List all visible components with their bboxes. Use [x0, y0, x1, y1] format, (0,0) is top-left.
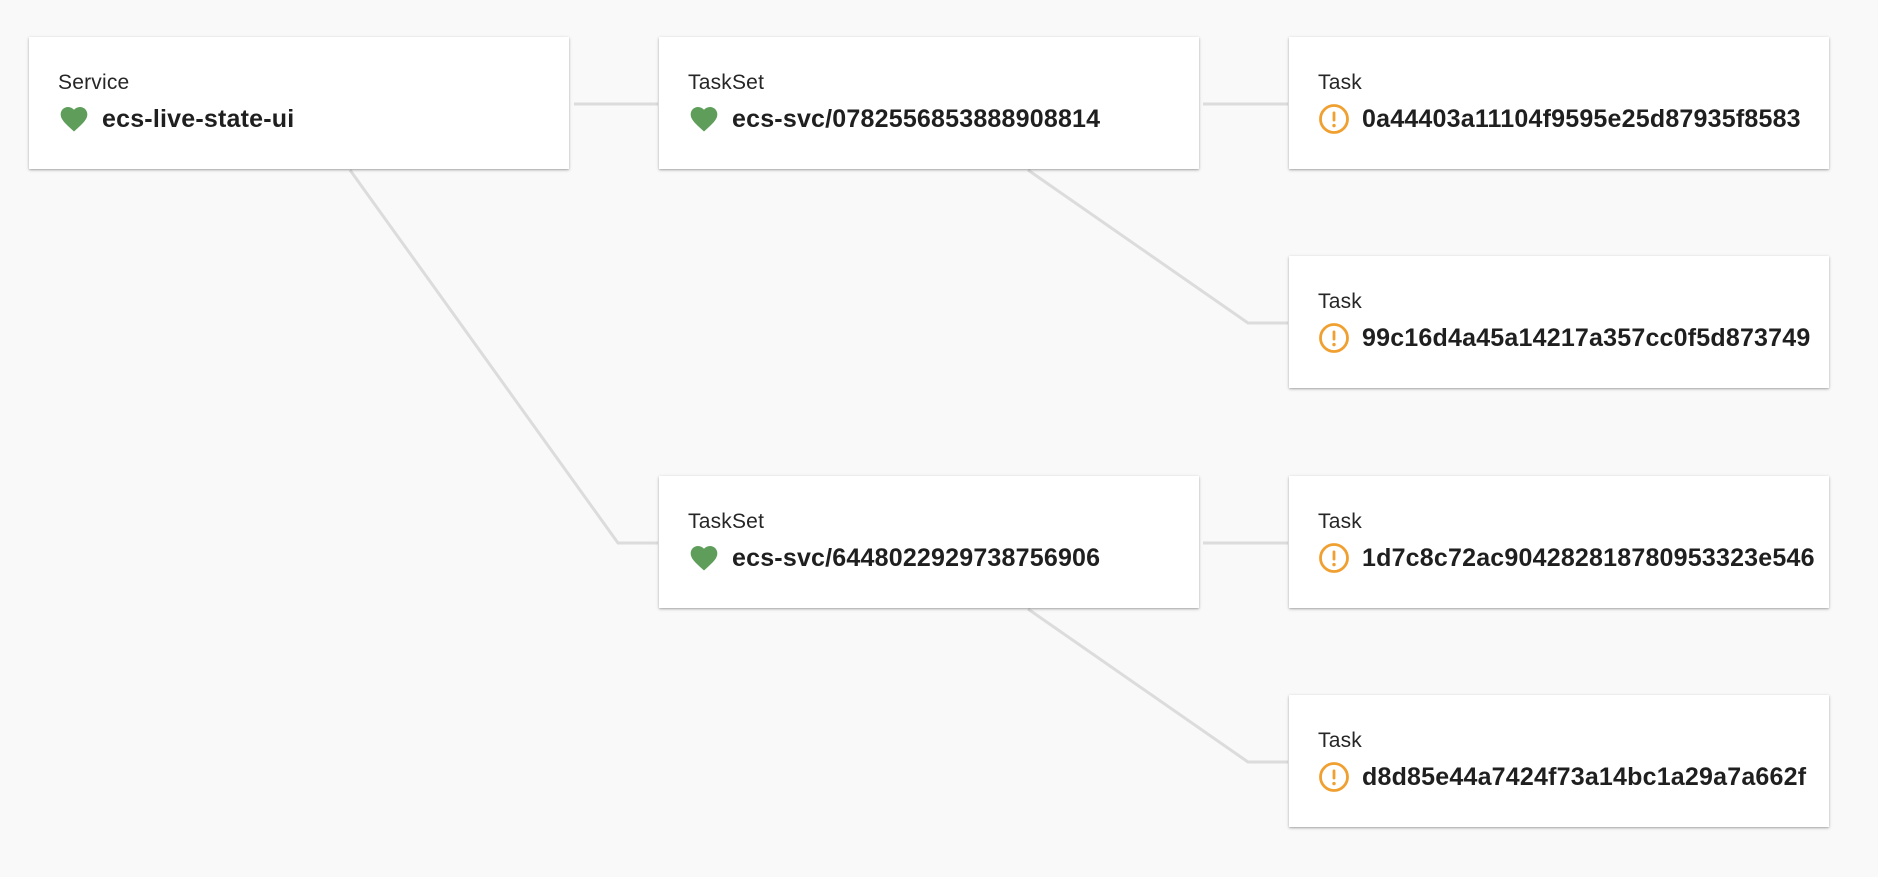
- service-node[interactable]: Service ecs-live-state-ui: [29, 37, 569, 169]
- node-kind-label: Task: [1318, 729, 1362, 752]
- edge-taskset-1-task-2: [1027, 168, 1288, 325]
- alert-circle-icon: [1318, 322, 1350, 354]
- node-kind-label: Service: [58, 71, 130, 94]
- heart-icon: [58, 103, 90, 135]
- heart-icon: [688, 103, 720, 135]
- heart-icon: [688, 542, 720, 574]
- task-node-4[interactable]: Task d8d85e44a7424f73a14bc1a29a7a662f: [1289, 695, 1829, 827]
- alert-circle-icon: [1318, 761, 1350, 793]
- node-kind-label: TaskSet: [688, 71, 765, 94]
- task-node-1[interactable]: Task 0a44403a11104f9595e25d87935f8583: [1289, 37, 1829, 169]
- node-name: 99c16d4a45a14217a357cc0f5d873749: [1362, 323, 1811, 352]
- node-name: 1d7c8c72ac904282818780953323e546: [1362, 543, 1815, 572]
- node-name: ecs-svc/6448022929738756906: [732, 543, 1101, 572]
- node-kind-label: TaskSet: [688, 510, 765, 533]
- task-node-2[interactable]: Task 99c16d4a45a14217a357cc0f5d873749: [1289, 256, 1829, 388]
- taskset-node-2[interactable]: TaskSet ecs-svc/6448022929738756906: [659, 476, 1199, 608]
- node-kind-label: Task: [1318, 510, 1362, 533]
- alert-circle-icon: [1318, 103, 1350, 135]
- edge-service-taskset-2: [348, 169, 658, 545]
- node-kind-label: Task: [1318, 71, 1362, 94]
- node-kind-label: Task: [1318, 290, 1362, 313]
- node-name: ecs-live-state-ui: [102, 104, 295, 133]
- task-node-3[interactable]: Task 1d7c8c72ac904282818780953323e546: [1289, 476, 1829, 608]
- alert-circle-icon: [1318, 542, 1350, 574]
- node-name: d8d85e44a7424f73a14bc1a29a7a662f: [1362, 762, 1807, 791]
- node-name: ecs-svc/0782556853888908814: [732, 104, 1101, 133]
- node-name: 0a44403a11104f9595e25d87935f8583: [1362, 104, 1801, 133]
- edge-taskset-2-task-4: [1027, 607, 1288, 764]
- taskset-node-1[interactable]: TaskSet ecs-svc/0782556853888908814: [659, 37, 1199, 169]
